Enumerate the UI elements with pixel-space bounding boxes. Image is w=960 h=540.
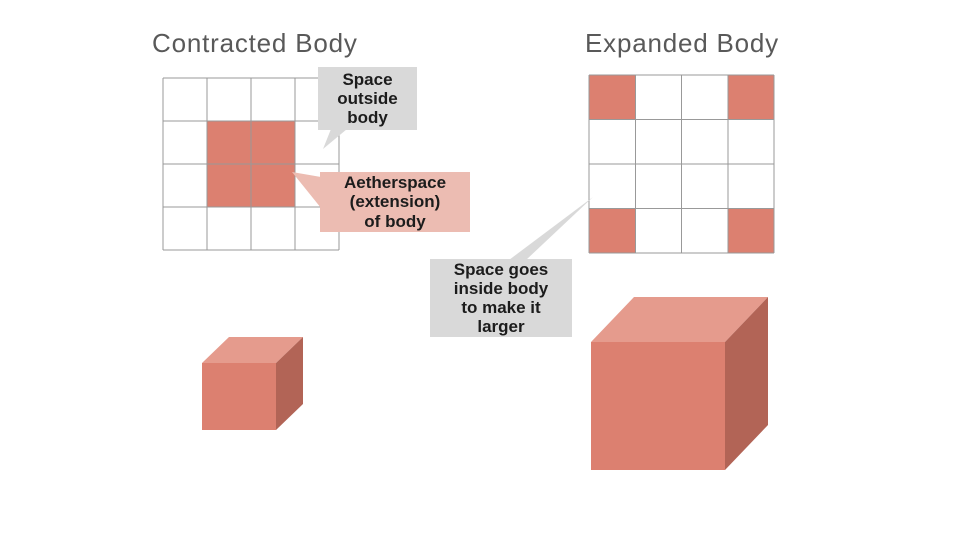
cube-front-face [591,342,725,470]
grid-cell-filled [589,75,636,120]
contracted-grid [162,77,340,251]
expanded-body-title: Expanded Body [585,28,779,58]
aetherspace-callout: Aetherspace (extension) of body [320,172,470,232]
cube-right-face [725,297,768,470]
space-goes-inside-callout: Space goes inside body to make it larger [430,259,572,337]
cube-top-face [202,337,303,363]
grid-cell-filled [251,121,295,164]
cube-right-face [276,337,303,430]
aetherspace-callout-tail [292,172,321,208]
expanded-grid [588,74,775,254]
contracted-body-title: Contracted Body [152,28,358,58]
expanded-cube [591,297,768,470]
space-goes-inside-callout-tail [509,197,593,260]
cube-top-face [591,297,768,342]
grid-cell-filled [727,75,774,120]
grid-cell-filled [727,208,774,253]
cube-front-face [202,363,276,430]
grid-cell-filled [251,164,295,207]
grid-cell-filled [207,121,251,164]
space-outside-body-callout: Space outside body [318,67,417,130]
grid-cell-filled [207,164,251,207]
contracted-cube [202,337,303,430]
grid-cell-filled [589,208,636,253]
space-outside-callout-tail [323,129,347,149]
